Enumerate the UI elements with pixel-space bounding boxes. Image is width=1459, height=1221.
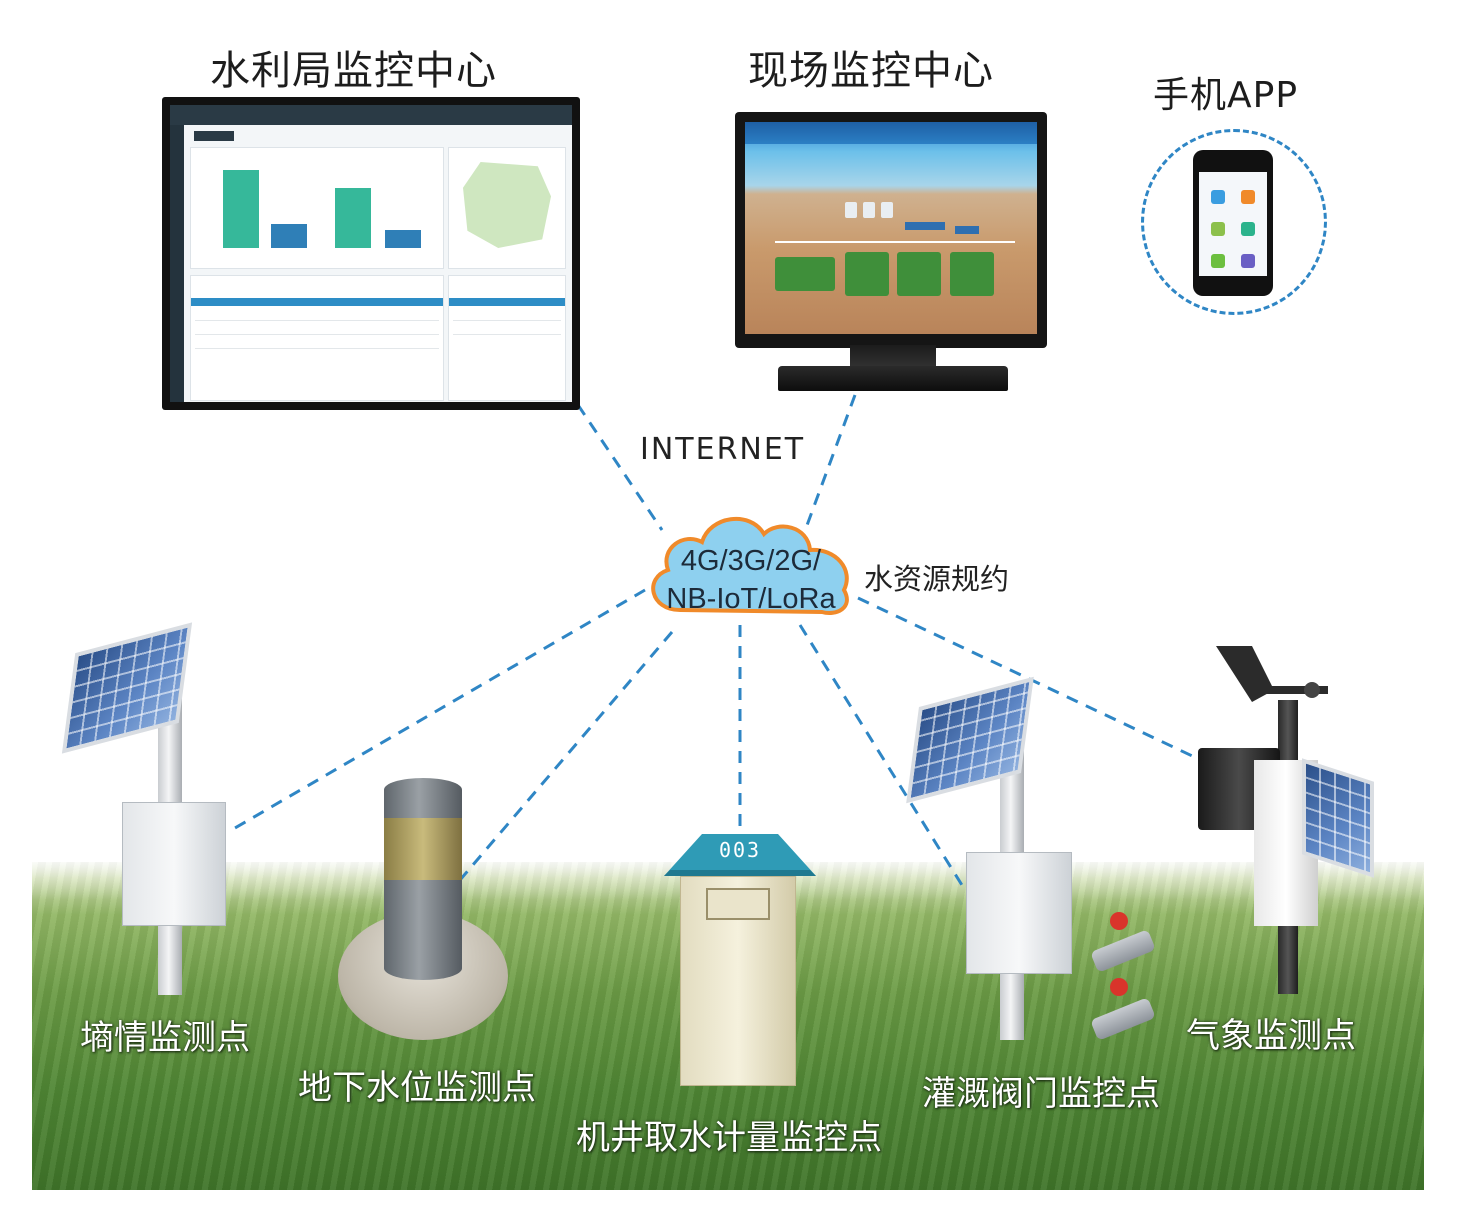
- link-site: [804, 394, 857, 529]
- app-icon: [1211, 254, 1225, 268]
- dashboard-table-panel-right: [448, 275, 566, 401]
- chart-bar: [335, 188, 371, 248]
- wind-vane-icon: [1216, 646, 1328, 702]
- table-header: [449, 298, 565, 306]
- cloud-label-line2: NB-IoT/LoRa: [666, 583, 836, 615]
- link-groundwater: [458, 631, 674, 881]
- link-bureau: [576, 404, 664, 531]
- table-row: [453, 320, 561, 321]
- table-row: [195, 320, 439, 321]
- chart-bar: [223, 170, 259, 248]
- link-soil: [234, 588, 646, 830]
- kiosk-roof: [664, 834, 816, 876]
- site-scada-screen: [745, 122, 1037, 334]
- site-monitor: [735, 112, 1047, 348]
- valve-handwheel: [1110, 978, 1128, 996]
- cloud-network-icon: [651, 516, 849, 615]
- valve-handwheel: [1110, 912, 1128, 930]
- dashboard-bar-chart-panel: [190, 147, 444, 269]
- app-icon: [1211, 190, 1225, 204]
- groundwater-label: 地下水位监测点: [298, 1068, 536, 1108]
- monitor-base: [778, 366, 1008, 391]
- app-icon: [1211, 222, 1225, 236]
- well-metering-kiosk: [680, 876, 796, 1086]
- region-map: [463, 162, 551, 248]
- mobile-phone-screen: [1199, 172, 1267, 276]
- table-row: [195, 348, 439, 349]
- bureau-monitor: [162, 97, 580, 410]
- chart-bar: [385, 230, 421, 248]
- table-row: [195, 334, 439, 335]
- dashboard-top-bar: [170, 105, 572, 125]
- app-icon: [1241, 190, 1255, 204]
- monitor-neck: [850, 345, 936, 369]
- well-metering-label: 机井取水计量监控点: [576, 1118, 882, 1158]
- cloud-label-line1: 4G/3G/2G/: [680, 545, 822, 577]
- protocol-label: 水资源规约: [864, 562, 1010, 596]
- bureau-dashboard-screen: [170, 105, 572, 402]
- weather-label: 气象监测点: [1186, 1016, 1356, 1056]
- dashboard-tab: [194, 131, 234, 141]
- dashboard-sidebar: [170, 125, 184, 402]
- table-header: [191, 298, 443, 306]
- table-row: [453, 334, 561, 335]
- site-center-title: 现场监控中心: [748, 48, 994, 94]
- scada-title-bar: [745, 122, 1037, 144]
- bureau-center-title: 水利局监控中心: [210, 48, 497, 94]
- app-icon: [1241, 254, 1255, 268]
- irrigation-valve-label: 灌溉阀门监控点: [922, 1074, 1160, 1114]
- mobile-app-ring: [1141, 129, 1327, 315]
- internet-label: INTERNET: [640, 432, 806, 467]
- app-icon: [1241, 222, 1255, 236]
- link-valve: [798, 624, 967, 891]
- groundwater-cylinder-label: [384, 818, 462, 880]
- dashboard-map-panel: [448, 147, 566, 269]
- mobile-app-title: 手机APP: [1153, 75, 1299, 116]
- kiosk-display-window: [706, 888, 770, 920]
- dashboard-table-panel-left: [190, 275, 444, 401]
- scada-irrigation-scene: [775, 202, 1015, 296]
- kiosk-number: 003: [718, 838, 762, 862]
- soil-moisture-label: 墒情监测点: [80, 1018, 250, 1058]
- soil-station-cabinet: [122, 802, 226, 926]
- chart-bar: [271, 224, 307, 248]
- valve-station-cabinet: [966, 852, 1072, 974]
